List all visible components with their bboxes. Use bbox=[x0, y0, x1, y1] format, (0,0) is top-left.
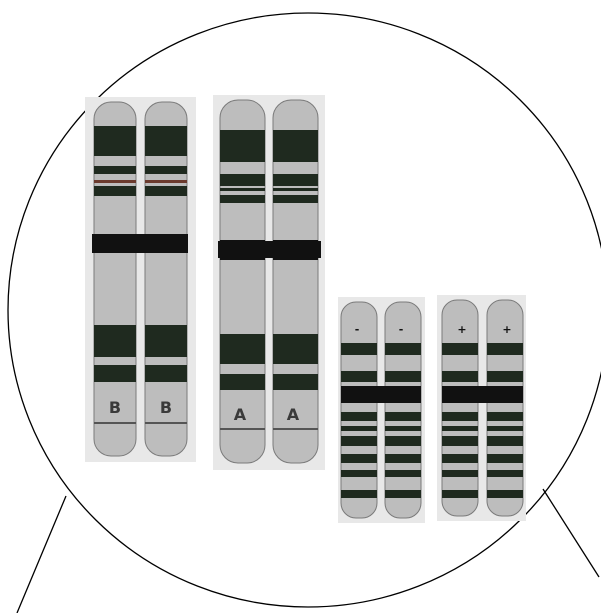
allele-label: + bbox=[502, 323, 511, 336]
magnifier-line-right bbox=[542, 488, 600, 578]
chromosome-pair-a: A A bbox=[213, 95, 325, 470]
centromere bbox=[92, 234, 188, 253]
chromatid: A bbox=[219, 99, 266, 464]
allele-label: A bbox=[234, 405, 247, 424]
chromosome-pair-minus: - - bbox=[338, 297, 425, 523]
chromatid: B bbox=[144, 101, 188, 457]
chromosome-pair-plus: + + bbox=[437, 295, 526, 521]
chromosome-pair-b: B B bbox=[85, 97, 196, 462]
allele-label: A bbox=[287, 405, 300, 424]
allele-label: + bbox=[457, 323, 466, 336]
chromatid: A bbox=[272, 99, 319, 464]
chromatid: - bbox=[384, 301, 422, 519]
allele-label: B bbox=[109, 398, 121, 417]
centromere bbox=[344, 386, 419, 403]
centromere bbox=[444, 386, 522, 403]
chromatid: + bbox=[486, 299, 524, 517]
allele-label: - bbox=[399, 323, 404, 336]
magnifier-circle bbox=[7, 12, 601, 608]
chromatid: - bbox=[340, 301, 378, 519]
chromatid: + bbox=[441, 299, 479, 517]
magnifier-line-left bbox=[16, 495, 67, 613]
allele-label: B bbox=[160, 398, 172, 417]
magnifier-circle-icon bbox=[7, 12, 601, 613]
centromere bbox=[218, 241, 321, 258]
allele-label: - bbox=[355, 323, 360, 336]
chromatid: B bbox=[93, 101, 137, 457]
